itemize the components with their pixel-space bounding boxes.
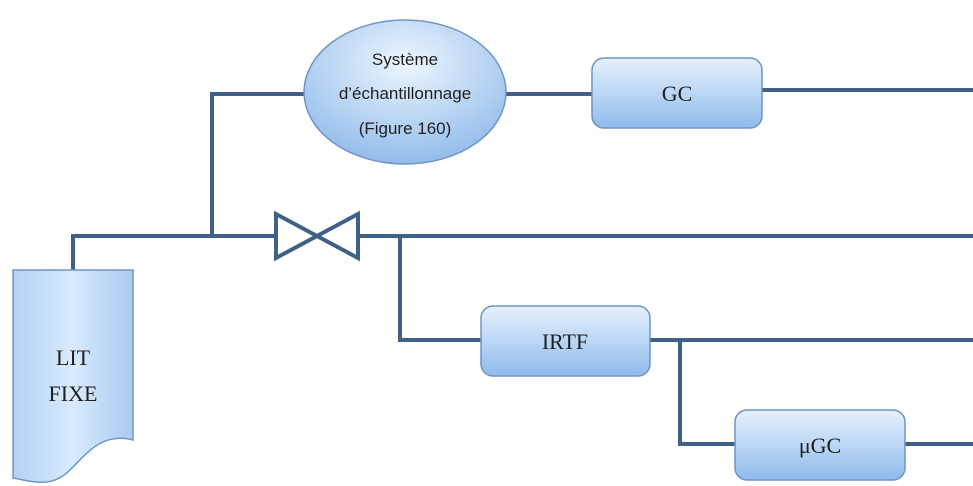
irtf-label: IRTF [542,329,588,354]
fixed-bed-label-line1: LIT [56,345,91,370]
wire-branch-to-irtf [398,236,481,342]
sampling-system-label-line2: d’échantillonnage [339,84,471,103]
fixed-bed-node: LIT FIXE [12,269,134,483]
connection-lines [71,88,973,446]
irtf-node: IRTF [480,305,651,377]
valve-icon [274,210,360,262]
gc-label: GC [662,81,693,106]
gc-node: GC [591,57,763,129]
wire-bed-to-junction [71,234,212,270]
sampling-system-node: Système d’échantillonnage (Figure 160) [303,19,507,165]
micro-gc-node: μGC [734,409,906,481]
fixed-bed-label-line2: FIXE [49,381,98,406]
sampling-system-label-line1: Système [372,50,438,69]
wire-junction-to-sampling [210,92,305,236]
sampling-system-label-line3: (Figure 160) [359,119,452,138]
micro-gc-label: μGC [799,433,841,458]
wire-branch-to-micro-gc [678,340,735,446]
